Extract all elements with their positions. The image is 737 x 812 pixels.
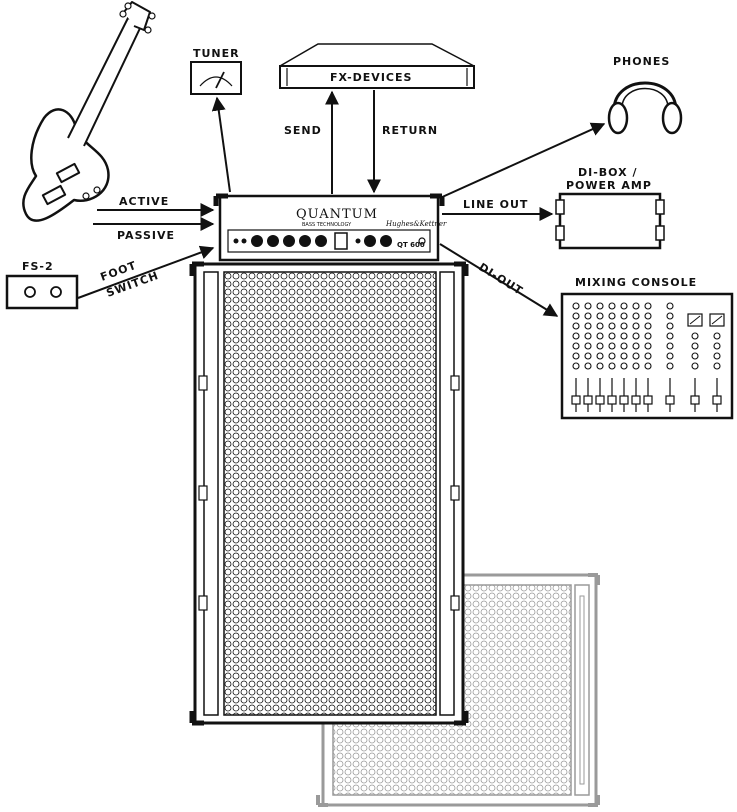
- amp-maker: Hughes&Kettner: [385, 220, 447, 228]
- amp-model: QT 600: [397, 241, 425, 249]
- return-label: RETURN: [382, 124, 438, 137]
- arrow-phones: [439, 122, 606, 199]
- mixing-console: MIXING CONSOLE: [560, 276, 734, 420]
- line-out-label: LINE OUT: [463, 198, 528, 211]
- bass-guitar: [22, 1, 156, 222]
- phones-label: PHONES: [613, 55, 670, 68]
- active-label: ACTIVE: [119, 195, 169, 208]
- amp-brand: QUANTUM: [296, 207, 378, 222]
- mixing-console-label: MIXING CONSOLE: [575, 276, 697, 289]
- amp-knobs: [233, 232, 392, 250]
- amp-tagline: BASS TECHNOLOGY: [302, 222, 352, 228]
- di-box-power-amp: DI-BOX / POWER AMP: [555, 166, 665, 250]
- send-label: SEND: [284, 124, 322, 137]
- di-box-label-line1: DI-BOX /: [578, 166, 637, 179]
- tuner-label: TUNER: [193, 47, 240, 60]
- tuner-device: TUNER: [190, 47, 242, 95]
- arrow-di-out: [439, 243, 559, 317]
- headphones: PHONES: [607, 55, 683, 135]
- di-out-label: DI-OUT: [476, 261, 525, 298]
- main-speaker-cabinet: [189, 261, 469, 726]
- fx-devices-rack: FX-DEVICES: [279, 43, 475, 89]
- console-channel-knobs: [571, 302, 722, 412]
- fs2-label: FS-2: [22, 260, 54, 273]
- di-box-label-line2: POWER AMP: [566, 179, 652, 192]
- amplifier-head: QUANTUM BASS TECHNOLOGY Hughes&Kettner Q…: [213, 193, 447, 262]
- fx-devices-label: FX-DEVICES: [330, 71, 412, 84]
- fs2-footswitch: FS-2: [5, 260, 79, 310]
- passive-label: PASSIVE: [117, 229, 175, 242]
- signal-connections: [77, 90, 606, 317]
- arrow-footswitch: [77, 245, 215, 299]
- arrow-to-tuner: [211, 96, 231, 193]
